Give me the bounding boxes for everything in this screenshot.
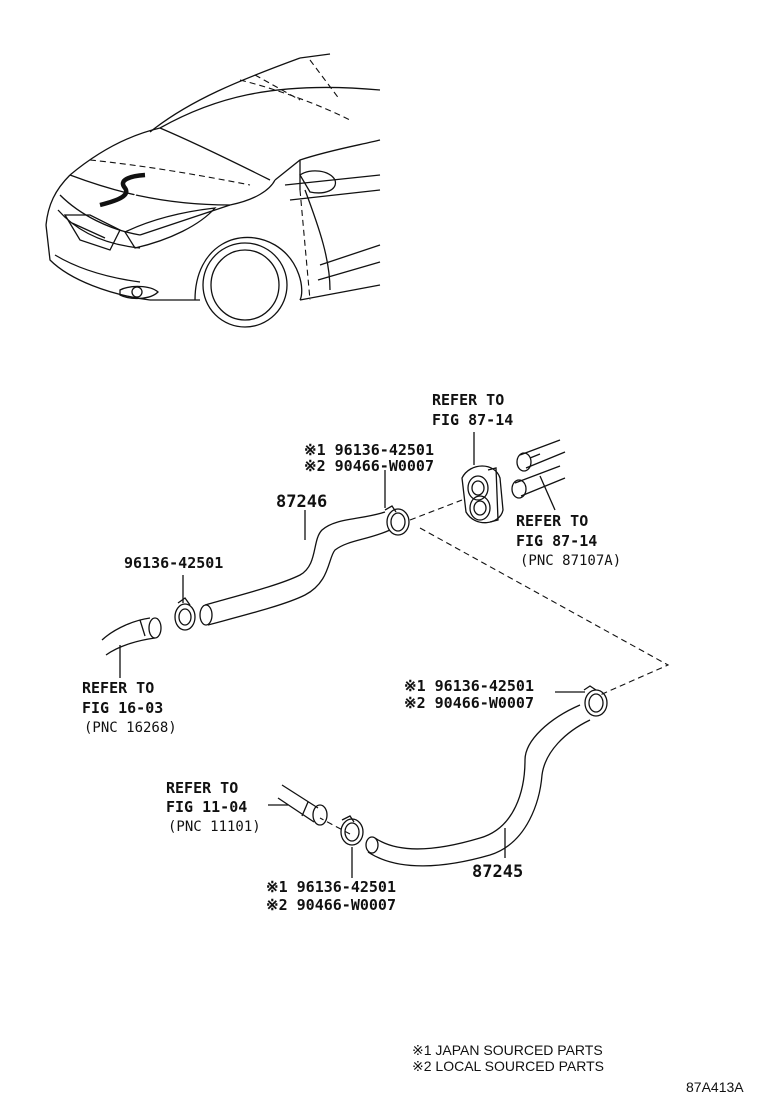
dash-link-2 [419,527,670,696]
clamp-mid-label1: ※1 96136-42501 [404,677,534,695]
part-number-87245: 87245 [472,862,523,882]
refer-top-line1: REFER TO [432,391,504,409]
hose-87245 [365,704,591,867]
clamp-top [384,505,410,536]
refer-bottom-line2: FIG 11-04 [166,798,247,816]
heater-pipes [511,439,566,511]
pipe-left [101,617,162,656]
clamp-bottom-label2: ※2 90466-W0007 [266,896,396,914]
refer-right-line3: (PNC 87107A) [520,553,621,569]
legend-line1: ※1 JAPAN SOURCED PARTS [412,1042,603,1058]
refer-top-line2: FIG 87-14 [432,411,513,429]
part-number-87246: 87246 [276,492,327,512]
pipe-bottom [277,784,328,826]
clamp-top-label2: ※2 90466-W0007 [304,457,434,475]
dash-link-1 [409,499,463,521]
clamp-mid-label2: ※2 90466-W0007 [404,694,534,712]
hose-87246 [199,511,391,626]
clamp-left [174,597,196,631]
refer-left-line1: REFER TO [82,679,154,697]
grommet-connector [461,465,504,524]
clamp-mid [583,685,608,717]
refer-left-line3: (PNC 16268) [84,720,177,736]
car-illustration [45,53,381,328]
clamp-bottom-label1: ※1 96136-42501 [266,878,396,896]
clamp-top-label1: ※1 96136-42501 [304,441,434,459]
refer-right-line2: FIG 87-14 [516,532,597,550]
clamp-bottom [340,815,364,846]
refer-bottom-line3: (PNC 11101) [168,819,261,835]
figure-code: 87A413A [686,1079,744,1095]
refer-right-line1: REFER TO [516,512,588,530]
legend-line2: ※2 LOCAL SOURCED PARTS [412,1058,604,1074]
clamp-left-label: 96136-42501 [124,554,223,572]
refer-left-line2: FIG 16-03 [82,699,163,717]
refer-bottom-line1: REFER TO [166,779,238,797]
leader-lines [119,432,585,878]
